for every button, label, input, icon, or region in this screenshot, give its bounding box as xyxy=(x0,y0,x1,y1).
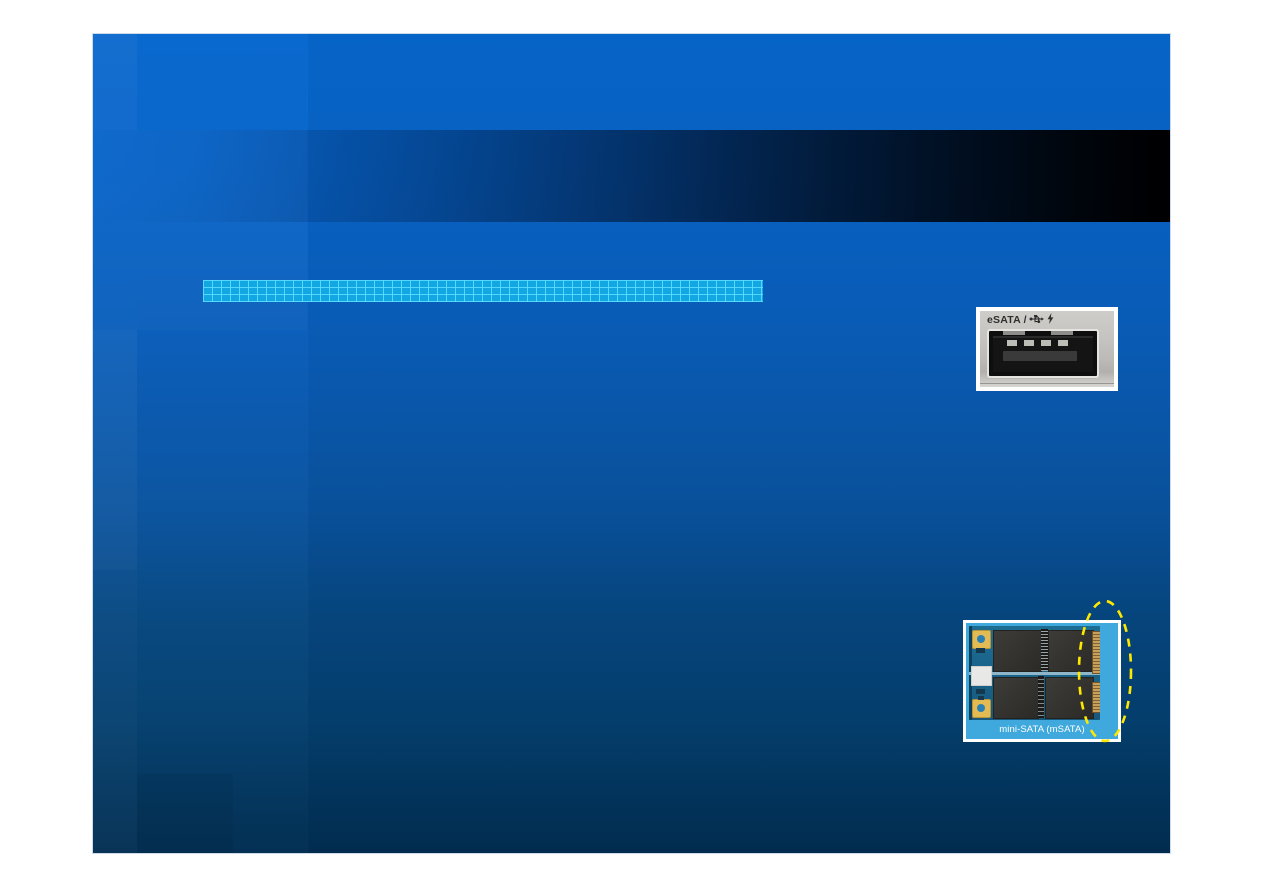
msata-label-sticker xyxy=(971,666,992,686)
msata-edge-connector xyxy=(1092,682,1100,713)
background-block-four xyxy=(137,774,233,853)
msata-component-row xyxy=(1038,676,1044,718)
usb-trident-icon xyxy=(1029,314,1045,327)
msata-pcb-seam xyxy=(969,672,1100,675)
msata-nand-chip xyxy=(1045,677,1094,719)
background-band-second xyxy=(137,34,307,853)
background-band-left xyxy=(93,34,137,853)
esata-pin xyxy=(1058,340,1068,346)
msata-card-image: mini-SATA (mSATA) xyxy=(963,620,1121,742)
msata-image-backdrop: mini-SATA (mSATA) xyxy=(966,623,1118,739)
esata-contact-tongue xyxy=(1003,351,1077,361)
msata-smd-component xyxy=(976,689,985,694)
msata-nand-chip xyxy=(993,630,1042,672)
msata-pcb xyxy=(969,626,1100,720)
redacted-title-bar xyxy=(203,280,763,302)
esata-faceplate: eSATA / xyxy=(980,311,1114,387)
msata-mounting-pad xyxy=(972,699,991,718)
background-band-divider xyxy=(307,34,308,853)
esata-socket-notch-left xyxy=(1003,331,1025,335)
esata-socket-notch-right xyxy=(1051,331,1073,335)
esata-socket-cavity xyxy=(993,336,1093,372)
background-block-one xyxy=(93,34,137,130)
esata-pin xyxy=(1041,340,1051,346)
esata-plate-seam xyxy=(980,383,1114,384)
msata-caption: mini-SATA (mSATA) xyxy=(999,724,1085,735)
msata-mounting-pad xyxy=(972,630,991,649)
msata-smd-component xyxy=(978,696,984,700)
lightning-bolt-icon xyxy=(1047,313,1054,327)
msata-smd-component xyxy=(976,648,985,653)
msata-component-row xyxy=(1041,629,1048,671)
background-block-three xyxy=(93,330,137,570)
msata-nand-chip xyxy=(1048,630,1094,672)
esata-port-label: eSATA / xyxy=(987,314,1027,326)
esata-socket xyxy=(989,331,1097,376)
esata-pin xyxy=(1007,340,1017,346)
esata-pin xyxy=(1024,340,1034,346)
esata-port-label-group: eSATA / xyxy=(987,313,1054,327)
msata-edge-connector xyxy=(1092,631,1100,674)
msata-nand-chip xyxy=(993,677,1039,719)
esata-port-image: eSATA / xyxy=(976,307,1118,391)
